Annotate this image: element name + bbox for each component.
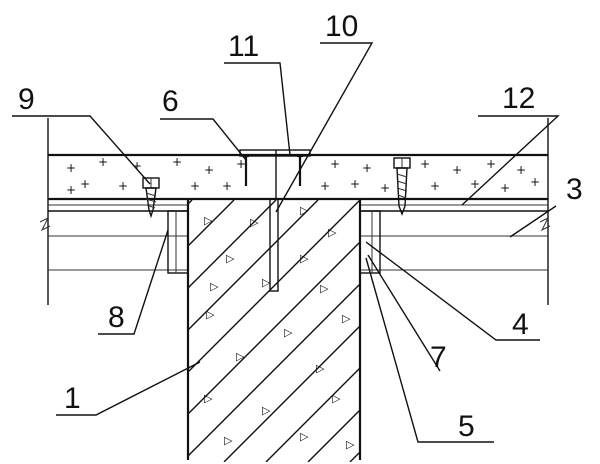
beam-right xyxy=(360,216,551,271)
screw-right xyxy=(393,157,411,216)
aggregate-mark: ▷ xyxy=(224,434,233,447)
aggregate-mark: ▷ xyxy=(262,276,271,289)
label-8: 8 xyxy=(108,301,125,334)
board-fill-mark: + xyxy=(320,179,330,193)
anchor-rod xyxy=(269,198,279,292)
concrete-column: ▷ ▷ ▷ ▷ ▷ ▷ ▷ ▷ ▷ ▷ ▷ ▷ ▷ ▷ ▷ ▷ ▷ ▷ ▷ ▷ xyxy=(0,199,362,462)
board-fill-mark: + xyxy=(486,157,496,171)
board-fill-mark: + xyxy=(66,161,76,175)
beam-left xyxy=(39,216,188,271)
board-fill-mark: + xyxy=(470,177,480,191)
aggregate-mark: ▷ xyxy=(300,252,309,265)
label-3: 3 xyxy=(566,173,583,206)
board-fill-mark: + xyxy=(452,163,462,177)
aggregate-mark: ▷ xyxy=(250,216,259,229)
board-fill-mark: + xyxy=(98,155,108,169)
board-fill-mark: + xyxy=(380,181,390,195)
column-hatch-line xyxy=(188,283,360,457)
column-hatch-line xyxy=(0,200,150,462)
column-hatch-line xyxy=(188,200,319,331)
aggregate-mark: ▷ xyxy=(204,392,213,405)
column-hatch-line xyxy=(265,367,360,462)
column-aggregate: ▷ ▷ ▷ ▷ ▷ ▷ ▷ ▷ ▷ ▷ ▷ ▷ ▷ ▷ ▷ ▷ ▷ ▷ ▷ ▷ xyxy=(204,204,355,451)
aggregate-mark: ▷ xyxy=(284,326,293,339)
aggregate-mark: ▷ xyxy=(226,252,235,265)
label-1: 1 xyxy=(64,382,81,415)
label-12: 12 xyxy=(502,82,535,115)
aggregate-mark: ▷ xyxy=(300,430,309,443)
board-fill-mark: + xyxy=(66,183,76,197)
board-fill-mark: + xyxy=(500,181,510,195)
board-fill-mark: + xyxy=(350,177,360,191)
label-9: 9 xyxy=(18,83,35,116)
aggregate-mark: ▷ xyxy=(328,226,337,239)
aggregate-mark: ▷ xyxy=(332,392,341,405)
label-7: 7 xyxy=(430,341,447,374)
label-4: 4 xyxy=(512,308,529,341)
board-fill-mark: + xyxy=(222,179,232,193)
aggregate-mark: ▷ xyxy=(320,282,329,295)
board-fill-mark: + xyxy=(190,179,200,193)
part-labels: 9 6 11 10 12 3 4 8 7 5 1 xyxy=(18,10,583,443)
board-fill-mark: + xyxy=(362,161,372,175)
board-fill-mark: + xyxy=(330,157,340,171)
aggregate-mark: ▷ xyxy=(236,350,245,363)
aggregate-mark: ▷ xyxy=(206,308,215,321)
aggregate-mark: ▷ xyxy=(262,404,271,417)
aggregate-mark: ▷ xyxy=(210,280,219,293)
column-hatch-line xyxy=(188,241,360,415)
board-layer: ++++++++++++++++++++++++ xyxy=(47,118,549,305)
label-11: 11 xyxy=(228,30,259,63)
board-fill-mark: + xyxy=(204,163,214,177)
aggregate-mark: ▷ xyxy=(204,214,213,227)
bracket-right xyxy=(359,210,381,274)
column-hatch-line xyxy=(349,451,360,462)
column-hatch-line xyxy=(188,200,277,289)
column-hatch xyxy=(0,200,360,462)
board-fill-mark: + xyxy=(118,179,128,193)
board-fill-mark: + xyxy=(430,179,440,193)
column-hatch-line xyxy=(307,409,360,462)
column-hatch-line xyxy=(188,200,360,373)
leader-lines xyxy=(12,42,560,443)
label-6: 6 xyxy=(162,85,179,118)
board-fill-mark: + xyxy=(530,175,540,189)
board-fill-mark: + xyxy=(80,177,90,191)
bracket-left xyxy=(167,210,189,274)
board-fill-mark: + xyxy=(236,157,246,171)
column-hatch-line xyxy=(188,200,235,247)
nail-left xyxy=(243,154,249,186)
aggregate-mark: ▷ xyxy=(316,362,325,375)
board-fill-pattern: ++++++++++++++++++++++++ xyxy=(66,155,540,197)
joist-strip xyxy=(48,204,548,212)
column-hatch-line xyxy=(223,325,360,462)
label-10: 10 xyxy=(325,10,358,43)
board-fill-mark: + xyxy=(420,157,430,171)
aggregate-mark: ▷ xyxy=(300,204,309,217)
column-hatch-line xyxy=(188,200,193,205)
board-fill-mark: + xyxy=(132,159,142,173)
board-fill-mark: + xyxy=(172,155,182,169)
screw-left xyxy=(142,177,160,219)
board-fill-mark: + xyxy=(516,163,526,177)
aggregate-mark: ▷ xyxy=(342,312,351,325)
label-5: 5 xyxy=(458,410,475,443)
aggregate-mark: ▷ xyxy=(346,438,355,451)
